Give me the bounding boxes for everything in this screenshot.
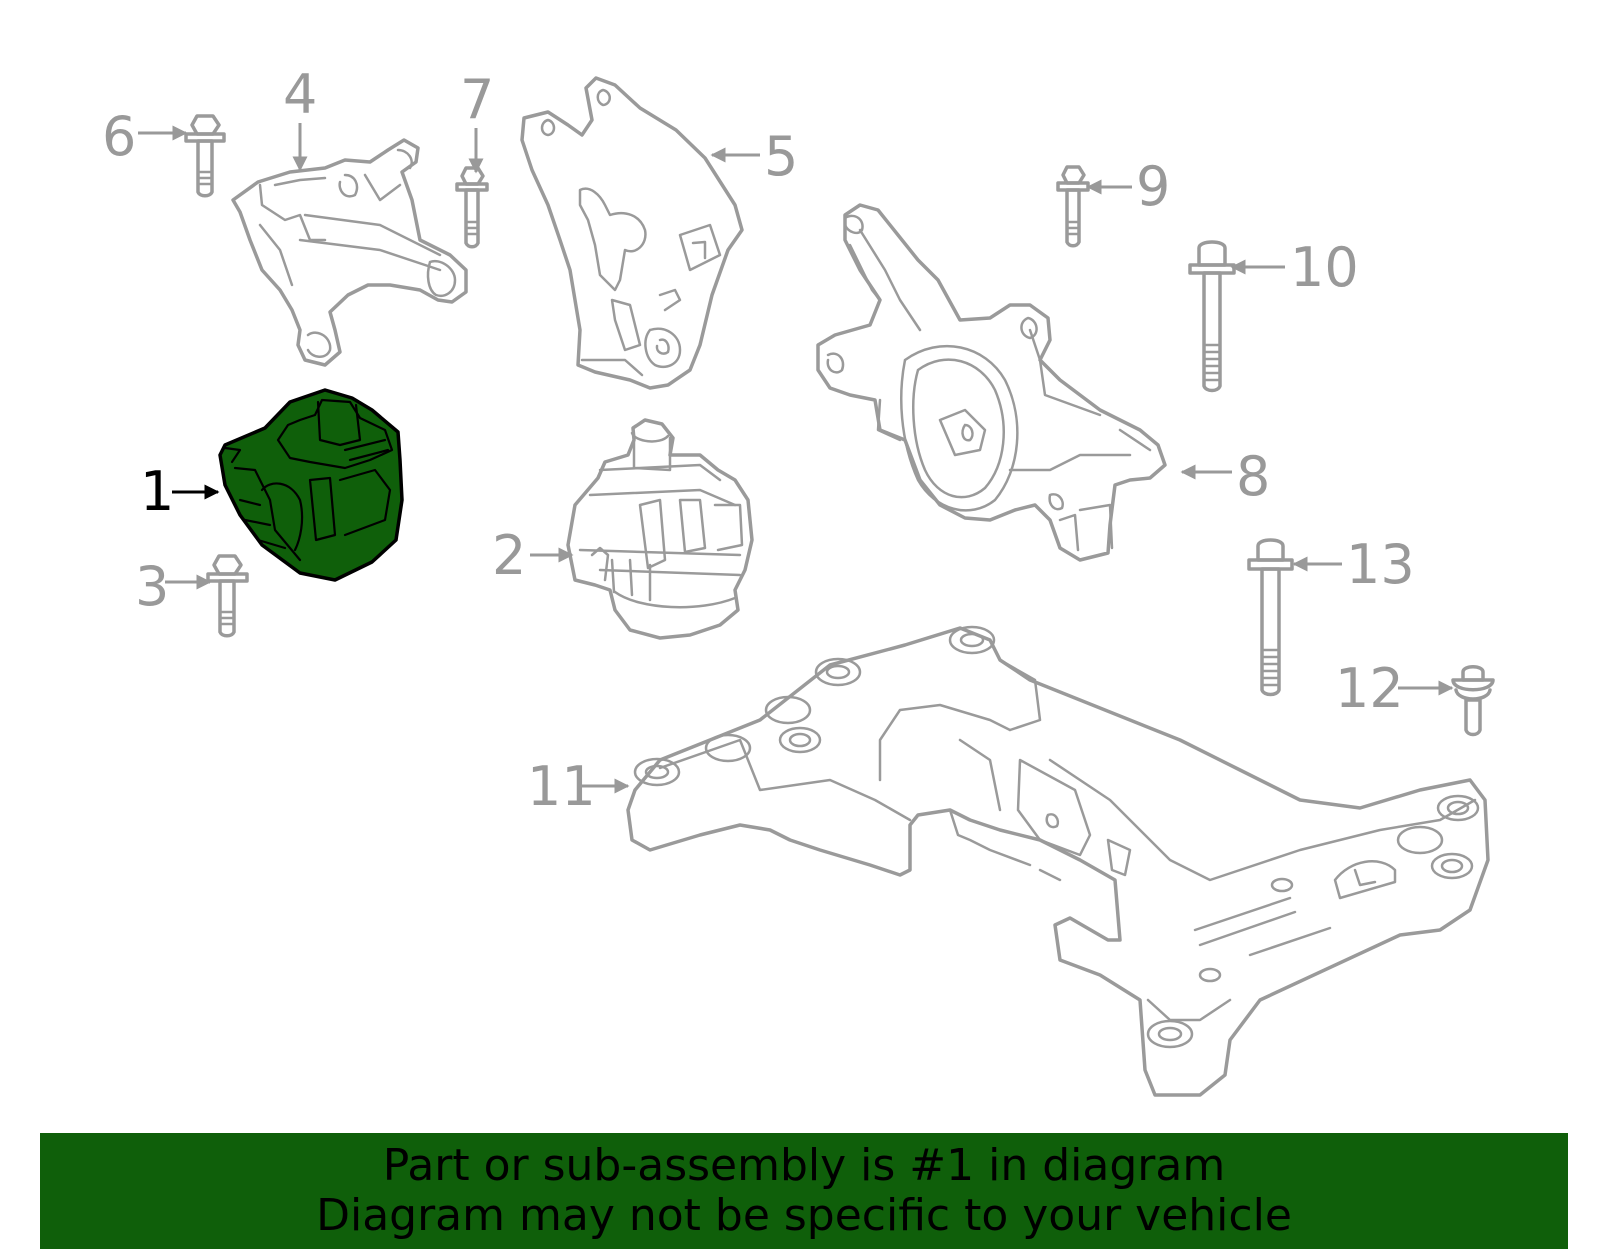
part-4-bracket[interactable]: [231, 138, 468, 367]
part-8-transmission-mount[interactable]: [816, 203, 1167, 562]
part-10-bolt[interactable]: [1188, 240, 1236, 393]
callout-8: 8: [1236, 445, 1270, 508]
callout-12: 12: [1335, 657, 1404, 720]
callout-2: 2: [492, 524, 526, 587]
info-banner: Part or sub-assembly is #1 in diagram Di…: [40, 1133, 1568, 1249]
part-7-bolt[interactable]: [455, 166, 489, 249]
part-6-bolt[interactable]: [184, 114, 226, 198]
callout-9: 9: [1136, 155, 1170, 218]
parts-diagram: 1 2 3 4 5 6 7 8 9 10 11 12 13: [102, 63, 1495, 1097]
part-1-engine-mount[interactable]: [218, 388, 404, 582]
callout-3: 3: [135, 555, 169, 618]
banner-line-2: Diagram may not be specific to your vehi…: [316, 1190, 1292, 1241]
part-11-crossmember[interactable]: [626, 625, 1490, 1097]
callout-5: 5: [764, 125, 798, 188]
callout-arrows: [138, 123, 1454, 794]
callout-1: 1: [140, 460, 174, 523]
part-9-bolt[interactable]: [1056, 165, 1090, 248]
part-2-engine-mount[interactable]: [566, 418, 754, 640]
banner-line-1: Part or sub-assembly is #1 in diagram: [382, 1140, 1226, 1191]
part-12-screw[interactable]: [1451, 665, 1495, 737]
part-5-bracket[interactable]: [520, 76, 744, 390]
callout-13: 13: [1346, 533, 1415, 596]
part-3-bolt[interactable]: [206, 554, 249, 638]
callout-10: 10: [1290, 236, 1359, 299]
callout-6: 6: [102, 105, 136, 168]
callout-4: 4: [283, 63, 317, 126]
callout-11: 11: [527, 755, 596, 818]
part-13-bolt[interactable]: [1247, 538, 1294, 697]
callout-7: 7: [460, 68, 494, 131]
